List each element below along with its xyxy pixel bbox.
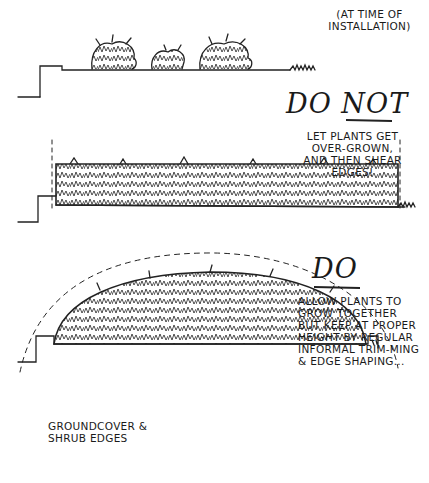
shrub: [92, 42, 136, 69]
ground-line: [56, 205, 405, 207]
timing-note: (AT TIME OF INSTALLATION): [322, 8, 417, 32]
underline: [314, 287, 360, 288]
curb-edge: [40, 66, 290, 97]
curb-edge: [18, 336, 54, 362]
lower-grade: [18, 96, 40, 97]
underline: [346, 120, 392, 121]
instruction-note: ALLOW PLANTS TO GROW TOGETHER BUT KEEP A…: [298, 295, 420, 367]
lawn-hatching: [398, 202, 415, 207]
drawing-caption: GROUNDCOVER & SHRUB EDGES: [48, 420, 188, 444]
curb-edge: [18, 196, 56, 222]
lawn-hatching: [290, 65, 315, 70]
shrub: [152, 50, 185, 69]
foliage-tips: [97, 265, 334, 292]
warning-note: LET PLANTS GET OVER-GROWN, AND THEN SHEA…: [300, 130, 405, 178]
do-heading: DO: [312, 253, 382, 284]
do-not-heading: DO NOT: [286, 88, 426, 119]
shrub: [200, 42, 252, 69]
shrub-twigs: [96, 34, 245, 50]
